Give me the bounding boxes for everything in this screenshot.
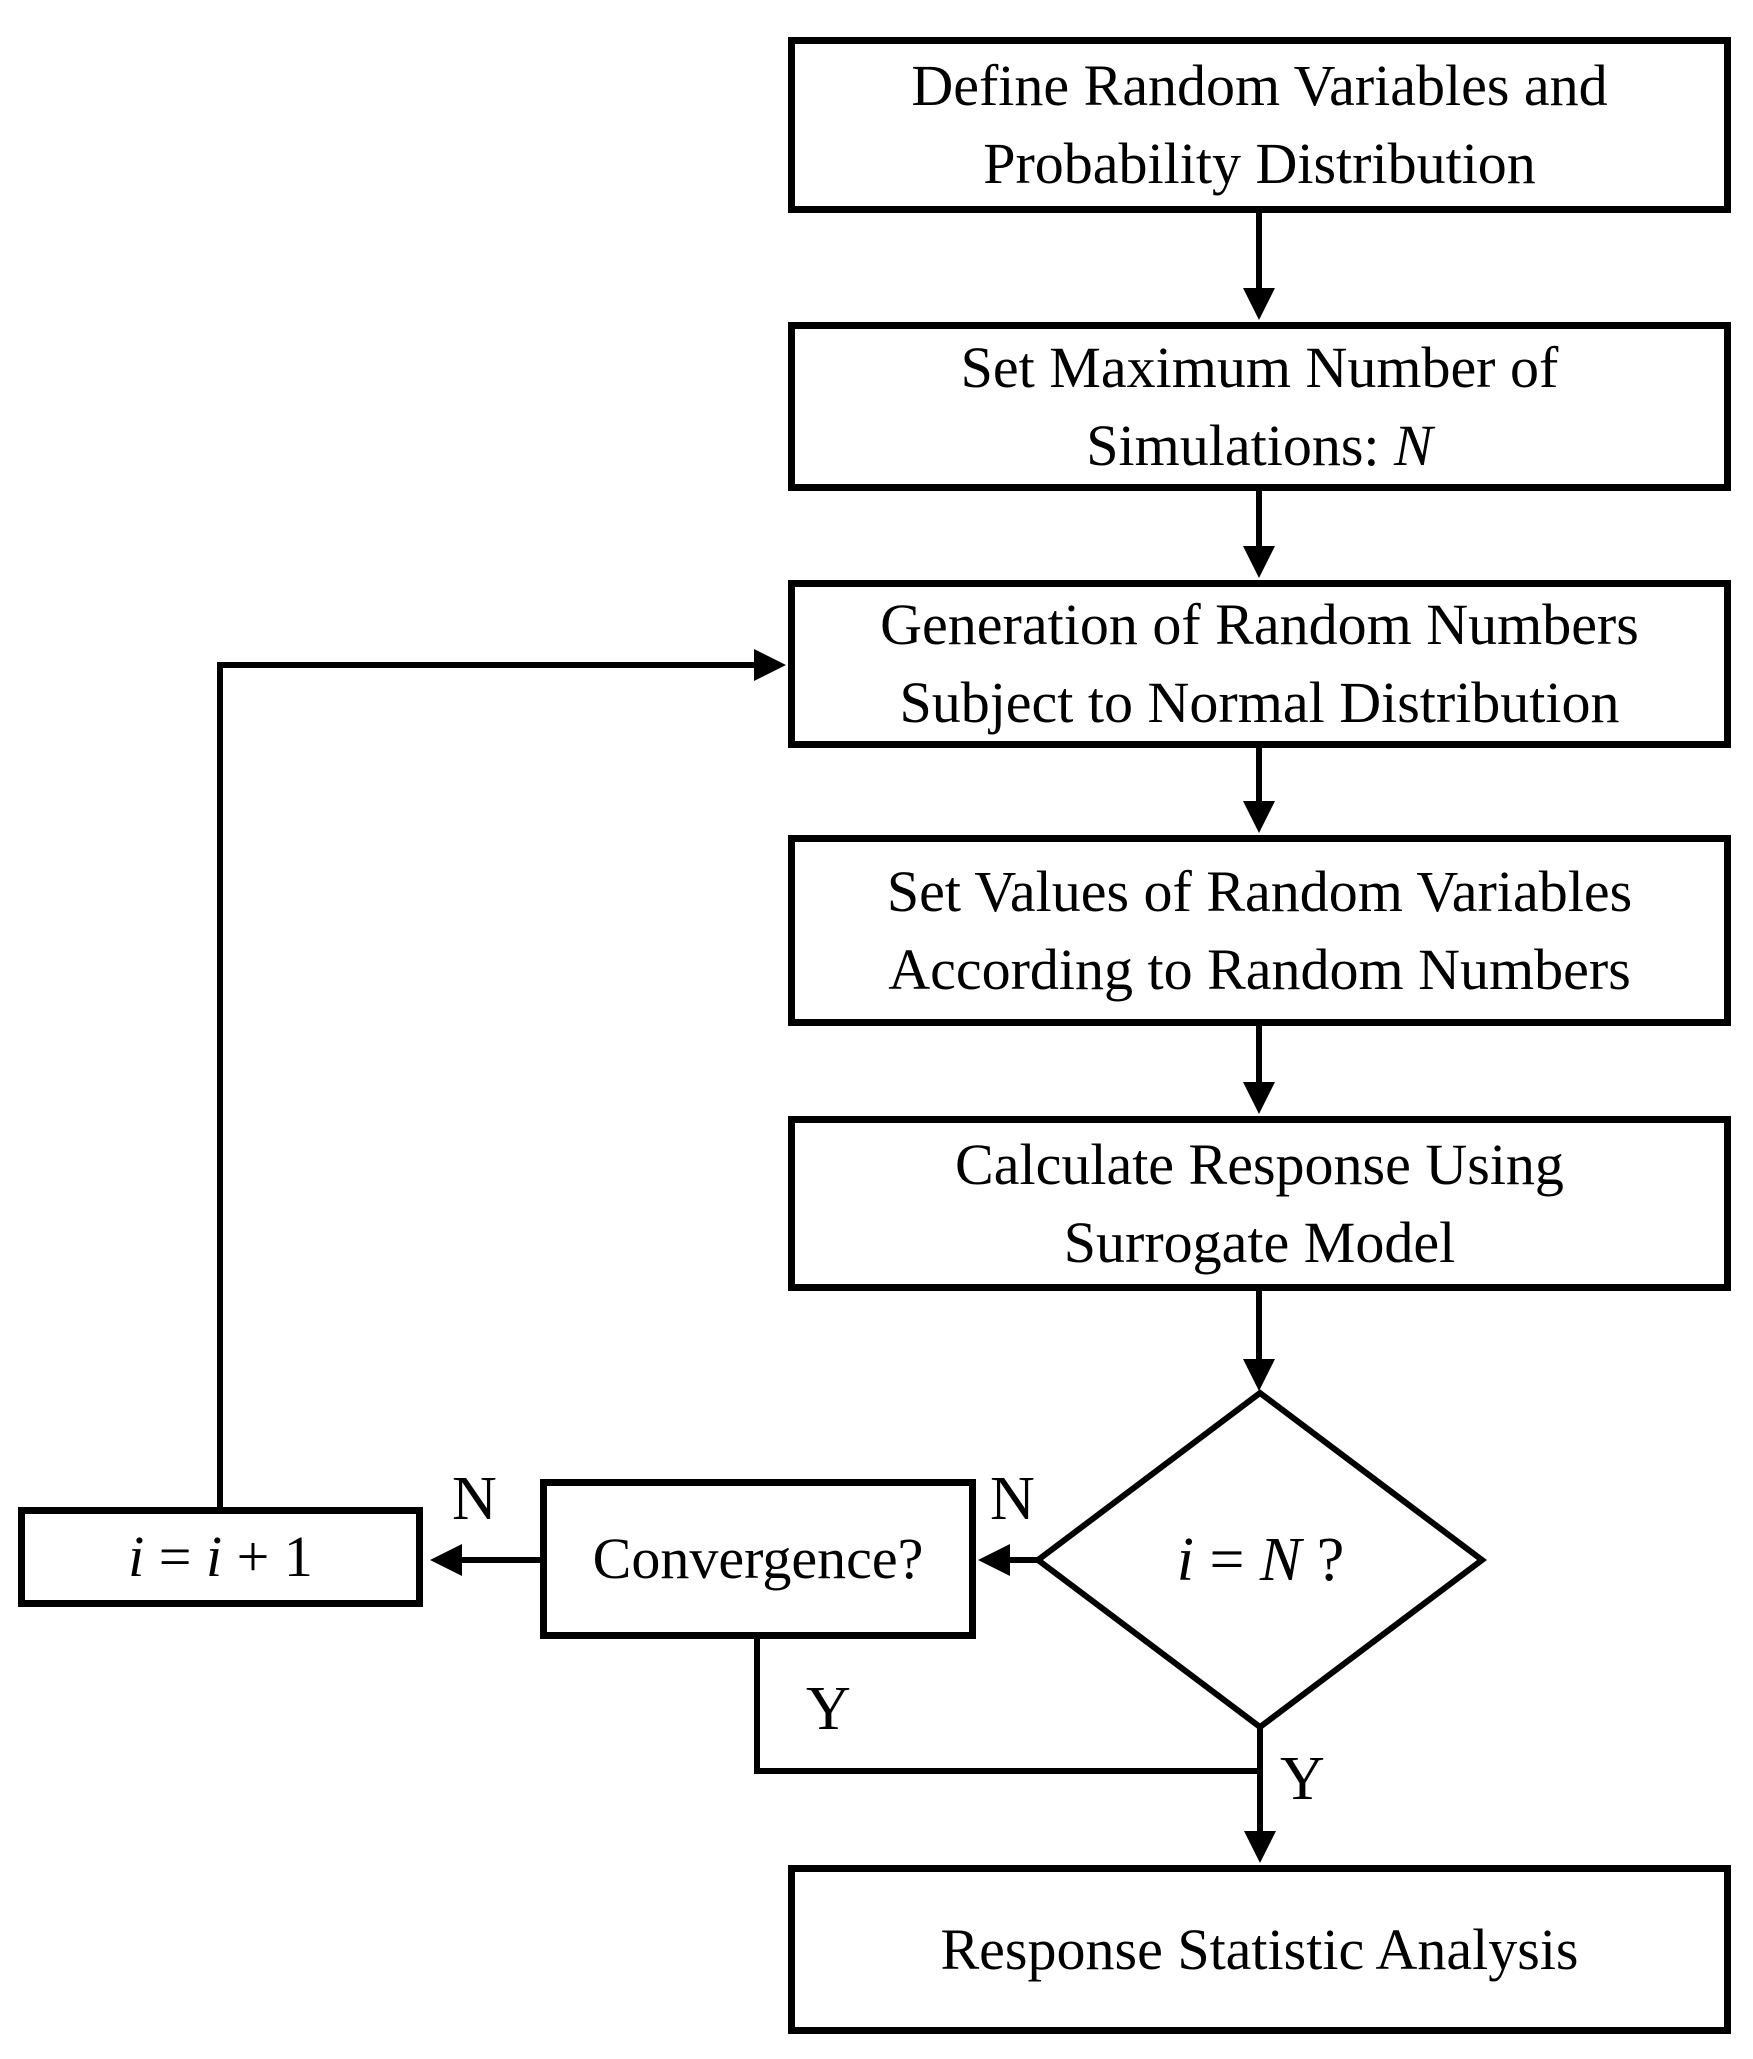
increment-equals: = bbox=[144, 1524, 206, 1589]
decision-diamond-label: i = N ? bbox=[1040, 1505, 1481, 1615]
process-box-response: Response Statistic Analysis bbox=[788, 1865, 1731, 2034]
generation-line1: Generation of Random Numbers bbox=[880, 592, 1639, 657]
increment-var-i2: i bbox=[206, 1524, 223, 1589]
process-box-set-values: Set Values of Random Variables According… bbox=[788, 835, 1731, 1026]
branch-label-convergence-yes: Y bbox=[806, 1675, 851, 1743]
branch-label-decision-no: N bbox=[990, 1465, 1035, 1533]
process-box-set-max: Set Maximum Number of Simulations: N bbox=[788, 322, 1731, 491]
decision-question-mark: ? bbox=[1301, 1525, 1345, 1594]
define-line1: Define Random Variables and bbox=[911, 53, 1608, 118]
process-box-define: Define Random Variables and Probability … bbox=[788, 37, 1731, 213]
setmax-line2-variable: N bbox=[1394, 412, 1433, 478]
setvalues-line1: Set Values of Random Variables bbox=[886, 858, 1633, 924]
decision-var-n: N bbox=[1259, 1525, 1302, 1594]
calculate-line2: Surrogate Model bbox=[1063, 1209, 1456, 1275]
convergence-label: Convergence? bbox=[592, 1526, 924, 1591]
decision-equals: = bbox=[1193, 1525, 1260, 1594]
arrowhead-define-to-setmax bbox=[1243, 288, 1275, 320]
generation-line2: Subject to Normal Distribution bbox=[899, 670, 1620, 735]
branch-label-decision-yes: Y bbox=[1280, 1745, 1325, 1813]
arrowhead-convergence-to-increment bbox=[430, 1544, 462, 1576]
arrowhead-decision-to-response bbox=[1244, 1831, 1276, 1863]
arrowhead-calculate-to-decision bbox=[1243, 1359, 1275, 1391]
setmax-line1: Set Maximum Number of bbox=[960, 334, 1559, 400]
setmax-line2: Simulations: N bbox=[1086, 407, 1432, 485]
setvalues-line2: According to Random Numbers bbox=[888, 936, 1631, 1002]
decision-var-i: i bbox=[1176, 1525, 1194, 1594]
increment-label: i = i + 1 bbox=[128, 1518, 313, 1596]
arrowhead-loop-to-generation bbox=[754, 649, 786, 681]
arrowhead-setvalues-to-calculate bbox=[1243, 1082, 1275, 1114]
setmax-line2-prefix: Simulations: bbox=[1086, 412, 1395, 478]
arrowhead-setmax-to-generation bbox=[1243, 546, 1275, 578]
increment-var-i1: i bbox=[128, 1524, 145, 1589]
process-box-generation: Generation of Random Numbers Subject to … bbox=[788, 580, 1731, 748]
arrowhead-decision-to-convergence bbox=[978, 1544, 1010, 1576]
branch-label-convergence-no: N bbox=[452, 1465, 497, 1533]
process-box-convergence: Convergence? bbox=[540, 1479, 976, 1639]
response-line1: Response Statistic Analysis bbox=[940, 1916, 1579, 1982]
increment-plus-one: + 1 bbox=[222, 1524, 313, 1589]
calculate-line1: Calculate Response Using bbox=[955, 1131, 1564, 1197]
arrowhead-generation-to-setvalues bbox=[1243, 801, 1275, 833]
define-line2: Probability Distribution bbox=[983, 131, 1536, 196]
process-box-calculate: Calculate Response Using Surrogate Model bbox=[788, 1116, 1731, 1291]
process-box-increment: i = i + 1 bbox=[18, 1507, 423, 1607]
